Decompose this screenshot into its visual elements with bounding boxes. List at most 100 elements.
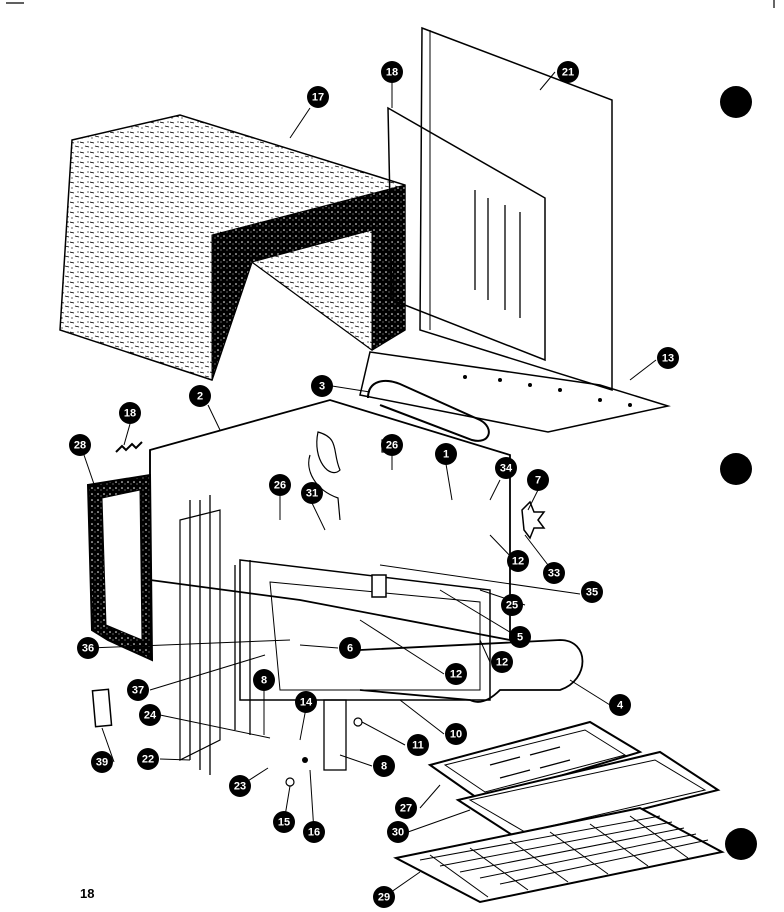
callout-number: 39	[96, 757, 108, 769]
callout-circle	[229, 775, 251, 797]
callout-circle	[491, 651, 513, 673]
callout-number: 33	[548, 568, 560, 580]
callout-number: 34	[500, 463, 513, 475]
callout-number: 36	[82, 643, 94, 655]
callout-27: 27	[395, 797, 417, 819]
callout-23: 23	[229, 775, 251, 797]
broiler-pan-bottom	[455, 750, 721, 842]
callout-11: 11	[407, 734, 429, 756]
callout-circle	[301, 482, 323, 504]
callout-16: 16	[303, 821, 325, 843]
callout-31: 31	[301, 482, 323, 504]
callout-number: 25	[506, 600, 518, 612]
callout-8: 8	[253, 669, 275, 691]
callout-circle	[189, 385, 211, 407]
callout-circle	[445, 663, 467, 685]
callout-33: 33	[543, 562, 565, 584]
callout-circle	[435, 443, 457, 465]
callout-18: 18	[381, 61, 403, 83]
callout-number: 27	[400, 803, 412, 815]
insulation-blanket	[59, 114, 406, 381]
callout-30: 30	[387, 821, 409, 843]
callout-circle	[311, 375, 333, 397]
callout-number: 12	[496, 657, 508, 669]
callout-circle	[77, 637, 99, 659]
callout-1: 1	[435, 443, 457, 465]
binder-hole	[720, 86, 752, 118]
screw	[353, 717, 363, 727]
callout-number: 26	[274, 480, 286, 492]
callout-circle	[91, 751, 113, 773]
relay	[371, 574, 387, 598]
callout-circle	[381, 61, 403, 83]
callout-number: 15	[278, 817, 290, 829]
callout-35: 35	[581, 581, 603, 603]
callout-13: 13	[657, 347, 679, 369]
callout-number: 7	[535, 475, 541, 487]
callout-number: 1	[443, 449, 449, 461]
hinge-bracket	[323, 699, 347, 771]
callout-circle	[445, 723, 467, 745]
callout-14: 14	[295, 691, 317, 713]
callout-22: 22	[137, 748, 159, 770]
callout-12: 12	[491, 651, 513, 673]
callout-circle	[543, 562, 565, 584]
callout-26: 26	[381, 434, 403, 456]
callout-number: 24	[144, 710, 157, 722]
callout-number: 12	[450, 669, 462, 681]
callout-28: 28	[69, 434, 91, 456]
callout-circle	[501, 594, 523, 616]
callout-circle	[303, 821, 325, 843]
callout-circle	[609, 694, 631, 716]
callout-number: 18	[386, 67, 398, 79]
callout-21: 21	[557, 61, 579, 83]
callout-34: 34	[495, 457, 517, 479]
callout-12: 12	[445, 663, 467, 685]
callout-number: 31	[306, 488, 318, 500]
callout-number: 35	[586, 587, 598, 599]
callout-36: 36	[77, 637, 99, 659]
broil-element	[359, 639, 584, 703]
side-rail	[189, 495, 211, 775]
callout-number: 26	[386, 440, 398, 452]
callout-10: 10	[445, 723, 467, 745]
callout-5: 5	[509, 626, 531, 648]
back-panel	[419, 26, 613, 392]
callout-circle	[507, 550, 529, 572]
callout-number: 5	[517, 632, 523, 644]
callout-4: 4	[609, 694, 631, 716]
callout-circle	[295, 691, 317, 713]
oven-rack	[393, 806, 725, 904]
spring	[115, 441, 143, 453]
light-switch	[91, 688, 113, 728]
callout-7: 7	[527, 469, 549, 491]
callout-circle	[387, 821, 409, 843]
callout-number: 21	[562, 67, 574, 79]
fan-blade	[521, 500, 546, 540]
callout-circle	[339, 637, 361, 659]
callout-12: 12	[507, 550, 529, 572]
callout-number: 12	[512, 556, 524, 568]
callout-circle	[373, 886, 395, 908]
callout-18: 18	[119, 402, 141, 424]
callout-number: 28	[74, 440, 86, 452]
callout-number: 8	[261, 675, 267, 687]
callout-number: 14	[300, 697, 313, 709]
callout-circle	[119, 402, 141, 424]
callout-circle	[273, 811, 295, 833]
door-gasket-opening	[101, 489, 143, 641]
callout-number: 10	[450, 729, 462, 741]
callout-number: 11	[412, 740, 424, 752]
callout-number: 16	[308, 827, 320, 839]
broiler-pan-bottom-inner	[468, 759, 707, 833]
callout-circle	[269, 474, 291, 496]
callout-circle	[127, 679, 149, 701]
callout-number: 22	[142, 754, 154, 766]
callout-number: 37	[132, 685, 144, 697]
callout-circle	[407, 734, 429, 756]
callout-number: 3	[319, 381, 325, 393]
callout-number: 4	[617, 700, 624, 712]
screw	[285, 777, 295, 787]
callout-circle	[381, 434, 403, 456]
